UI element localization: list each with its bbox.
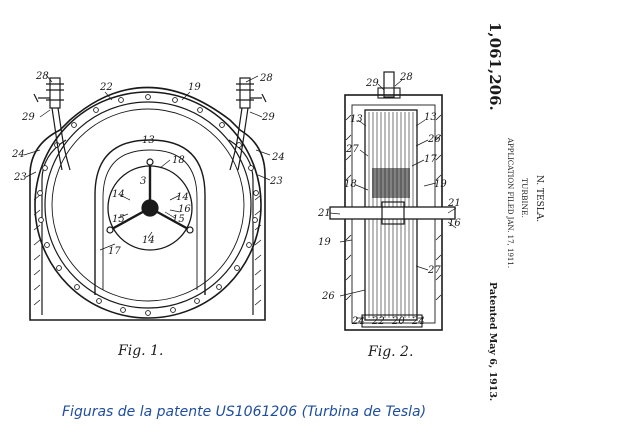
fig1-callout: 3 — [140, 176, 146, 187]
fig1-callout: 15 — [172, 214, 185, 225]
fig1-callout: 15 — [112, 214, 125, 225]
fig1-callout: 19 — [188, 82, 201, 93]
fig2-callout: 26 — [427, 134, 441, 145]
fig1-callout: 28 — [35, 71, 49, 82]
fig2-callout: 17 — [424, 154, 437, 165]
fig1-callout: 29 — [261, 112, 275, 123]
fig2-callout: 27 — [345, 144, 359, 155]
fig1-callout: 23 — [269, 176, 283, 187]
fig2-callout: 24 — [411, 316, 425, 327]
fig2-callout: 16 — [448, 218, 461, 229]
fig2-callout: 13 — [350, 114, 363, 125]
inventor-name: N. TESLA. — [534, 175, 544, 222]
application-date: APPLICATION FILED JAN. 17, 1911. — [506, 137, 514, 268]
fig2-callout: 27 — [427, 265, 441, 276]
fig2-callout: 20 — [391, 316, 405, 327]
right-nozzle — [229, 77, 267, 171]
fig2-callout: 24 — [351, 316, 365, 327]
fig1-callout: 14 — [176, 192, 189, 203]
bolt-holes — [37, 94, 259, 316]
fig2-callouts: 29 28 13 13 26 27 17 18 19 21 21 16 19 2… — [317, 72, 461, 327]
fig2-callout: 21 — [317, 208, 331, 219]
fig2-callout: 13 — [424, 112, 437, 123]
fig1-callout: 14 — [142, 235, 155, 246]
patented-date: Patented May 6, 1913. — [487, 282, 498, 401]
fig2-callout: 19 — [434, 179, 447, 190]
fig2-callout: 28 — [399, 72, 413, 83]
patent-header: 1,061,206. N. TESLA. TURBINE. APPLICATIO… — [486, 22, 544, 401]
fig1-callout: 29 — [21, 112, 35, 123]
fig2-callout: 21 — [447, 198, 461, 209]
fig2-callout: 19 — [318, 237, 331, 248]
fig2-callout: 22 — [371, 316, 385, 327]
fig1-callout: 17 — [108, 246, 121, 257]
figure-caption: Figuras de la patente US1061206 (Turbina… — [62, 404, 427, 420]
fig2-callout: 18 — [344, 179, 357, 190]
left-nozzle — [33, 77, 71, 171]
fig1-callout: 16 — [178, 204, 191, 215]
fig1-callout: 24 — [11, 149, 25, 160]
fig1-callout: 22 — [99, 82, 113, 93]
fig1-callout: 13 — [142, 135, 155, 146]
fig2-drawing — [329, 71, 457, 331]
fig1-drawing — [23, 74, 271, 321]
fig1-callout: 18 — [172, 155, 185, 166]
fig2-callout: 29 — [365, 78, 379, 89]
patent-title: TURBINE. — [520, 178, 529, 218]
fig1-label: Fig. 1. — [117, 343, 163, 359]
fig1-callout: 28 — [259, 73, 273, 84]
fig1-callout: 14 — [112, 189, 125, 200]
patent-number: 1,061,206. — [486, 22, 504, 111]
fig1-callouts: 28 22 19 28 29 29 13 24 24 23 23 18 14 1… — [11, 71, 285, 257]
fig1-callout: 24 — [271, 152, 285, 163]
fig1-callout: 23 — [13, 172, 27, 183]
fig2-label: Fig. 2. — [367, 344, 413, 360]
fig2-callout: 26 — [321, 291, 335, 302]
